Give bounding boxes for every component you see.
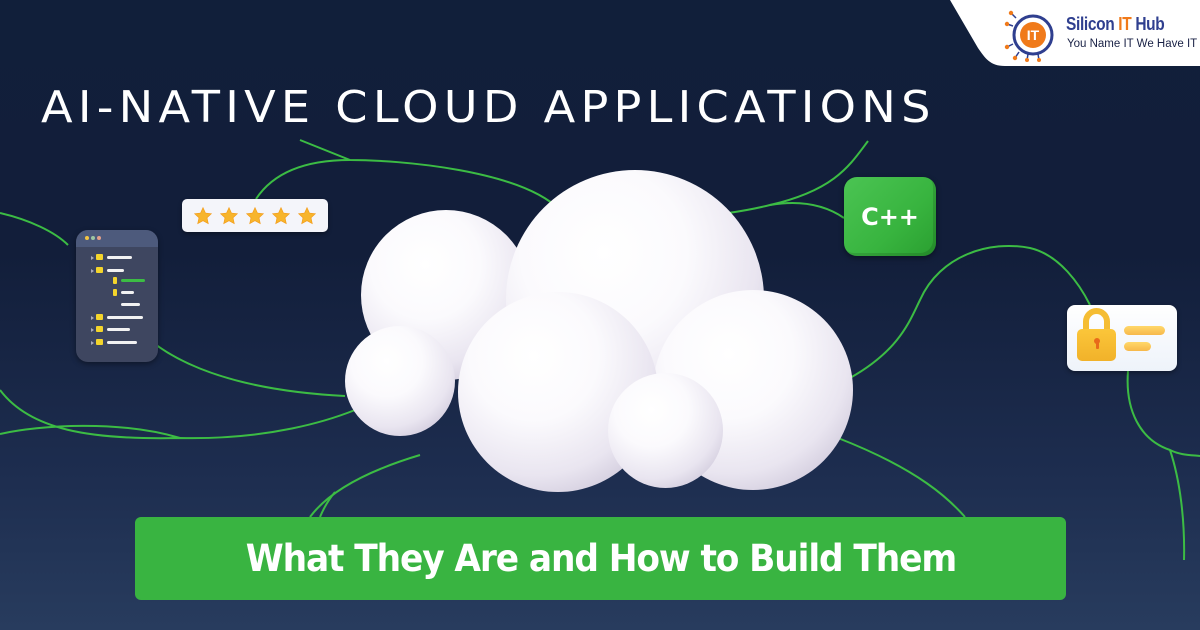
svg-text:IT: IT <box>1027 27 1040 43</box>
cpp-language-badge: C++ <box>844 177 936 256</box>
star-icon <box>245 206 265 224</box>
card-line <box>1124 342 1151 351</box>
rating-card <box>182 199 328 232</box>
star-icon <box>271 206 291 224</box>
padlock-card-icon <box>1067 305 1177 371</box>
brand-name: Silicon IT Hub <box>1066 14 1165 34</box>
file-tree-window-icon <box>76 230 158 362</box>
star-icon <box>193 206 213 224</box>
subtitle-text: What They Are and How to Build Them <box>245 537 956 580</box>
brand-tagline: You Name IT We Have IT <box>1067 38 1198 50</box>
star-icon <box>219 206 239 224</box>
card-line <box>1124 326 1165 335</box>
brand-badge-background <box>950 0 1200 66</box>
subtitle-banner: What They Are and How to Build Them <box>135 517 1066 600</box>
padlock-body <box>1077 329 1116 361</box>
silicon-it-hub-logo-icon: IT <box>1004 10 1054 62</box>
star-icon <box>297 206 317 224</box>
padlock-shackle <box>1083 308 1110 335</box>
page-title: AI-NATIVE CLOUD APPLICATIONS <box>41 82 936 133</box>
window-titlebar <box>76 230 158 247</box>
brand-badge[interactable]: IT Silicon IT Hub You Name IT We Have IT <box>950 0 1200 66</box>
